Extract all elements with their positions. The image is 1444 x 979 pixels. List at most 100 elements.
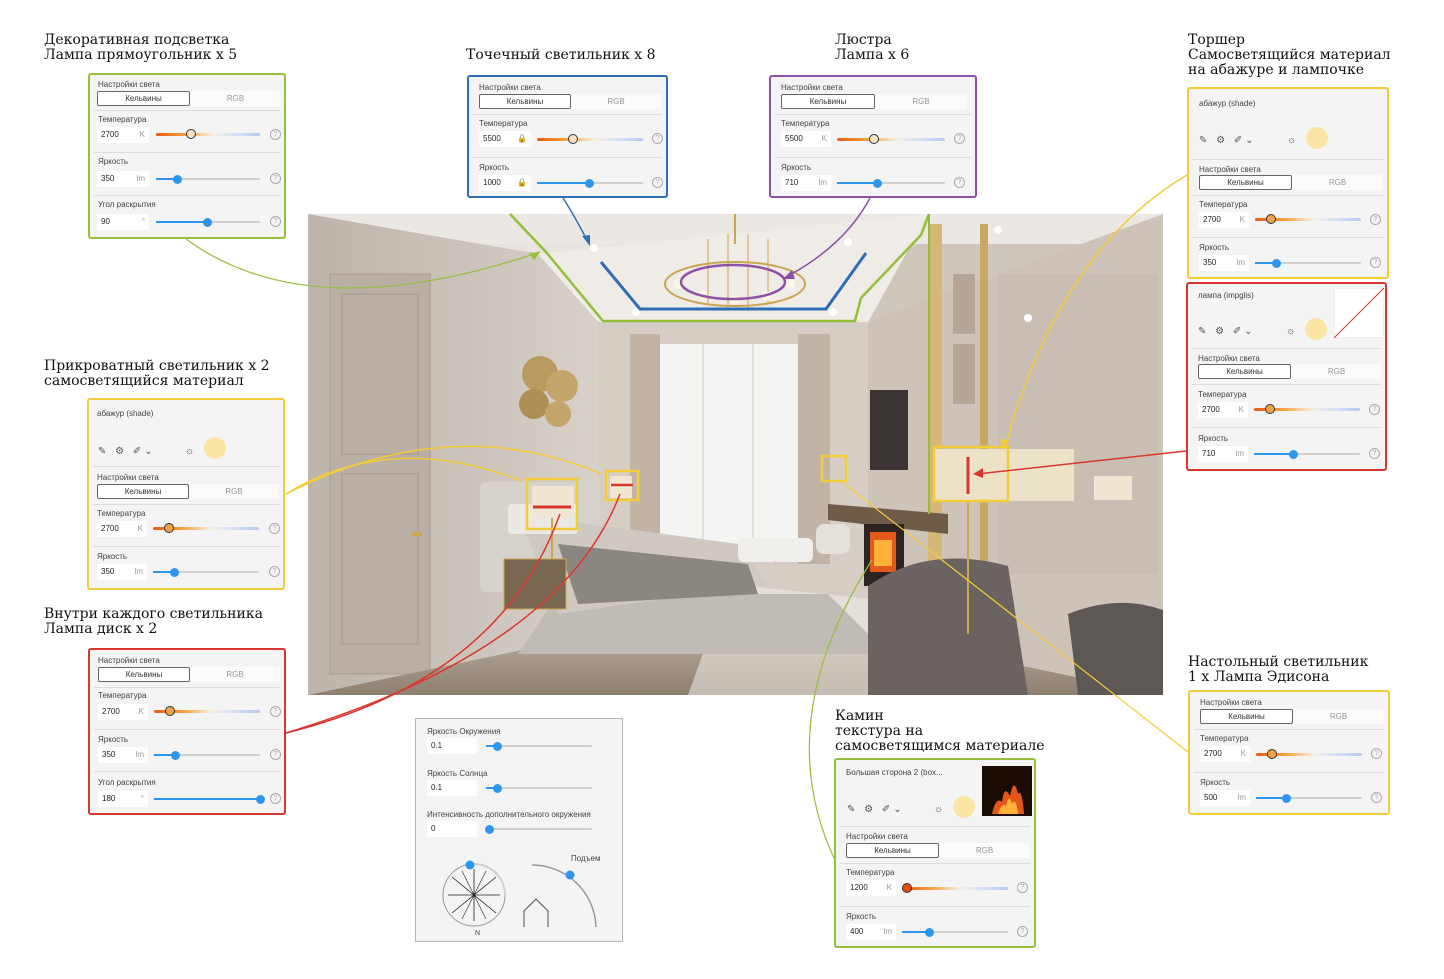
brightness-slider[interactable] bbox=[537, 179, 643, 188]
color-mode-toggle[interactable]: Кельвины RGB bbox=[98, 667, 280, 682]
extra-ambient-input[interactable]: 0 bbox=[427, 821, 477, 837]
emission-color-swatch[interactable] bbox=[953, 796, 975, 818]
help-icon[interactable]: ? bbox=[1371, 792, 1382, 803]
rgb-option[interactable]: RGB bbox=[190, 667, 280, 682]
ambient-brightness-slider[interactable] bbox=[486, 742, 592, 751]
help-icon[interactable]: ? bbox=[270, 129, 281, 140]
rgb-option[interactable]: RGB bbox=[190, 91, 281, 106]
kelvin-option[interactable]: Кельвины bbox=[98, 667, 190, 682]
material-tools-icon[interactable]: ✎ ⚙ ✐⌄ bbox=[1198, 326, 1256, 337]
kelvin-option[interactable]: Кельвины bbox=[1199, 175, 1292, 190]
sun-direction-compass[interactable] bbox=[436, 857, 512, 939]
rgb-option[interactable]: RGB bbox=[875, 94, 967, 109]
kelvin-option[interactable]: Кельвины bbox=[846, 843, 939, 858]
temperature-input[interactable]: 5500🔒 bbox=[479, 131, 531, 147]
temperature-slider[interactable] bbox=[1254, 404, 1360, 414]
brightness-slider[interactable] bbox=[156, 175, 260, 184]
help-icon[interactable]: ? bbox=[270, 706, 281, 717]
temperature-handle[interactable] bbox=[163, 523, 174, 533]
rgb-option[interactable]: RGB bbox=[189, 484, 279, 499]
rgb-option[interactable]: RGB bbox=[571, 94, 661, 109]
material-tools-icon[interactable]: ✎ ⚙ ✐⌄ bbox=[847, 804, 905, 815]
help-icon[interactable]: ? bbox=[652, 133, 663, 144]
temperature-slider[interactable] bbox=[1256, 749, 1362, 759]
brightness-slider[interactable] bbox=[154, 751, 260, 760]
help-icon[interactable]: ? bbox=[954, 133, 965, 144]
help-icon[interactable]: ? bbox=[1371, 748, 1382, 759]
help-icon[interactable]: ? bbox=[270, 216, 281, 227]
angle-handle[interactable] bbox=[256, 795, 265, 804]
angle-handle[interactable] bbox=[202, 218, 212, 227]
temperature-handle[interactable] bbox=[902, 883, 913, 893]
brightness-input[interactable]: 1000🔒 bbox=[479, 175, 531, 191]
color-mode-toggle[interactable]: Кельвины RGB bbox=[1199, 175, 1383, 190]
material-tools-icon[interactable]: ✎ ⚙ ✐⌄ bbox=[98, 446, 156, 457]
angle-slider[interactable] bbox=[156, 218, 260, 227]
ambient-brightness-handle[interactable] bbox=[492, 742, 502, 751]
help-icon[interactable]: ? bbox=[270, 793, 281, 804]
brightness-handle[interactable] bbox=[924, 928, 934, 937]
brightness-handle[interactable] bbox=[1272, 259, 1282, 268]
help-icon[interactable]: ? bbox=[1017, 882, 1028, 893]
brightness-slider[interactable] bbox=[1255, 259, 1361, 268]
color-mode-toggle[interactable]: Кельвины RGB bbox=[479, 94, 661, 109]
help-icon[interactable]: ? bbox=[270, 173, 281, 184]
texture-preview[interactable] bbox=[1334, 288, 1384, 338]
rgb-option[interactable]: RGB bbox=[1293, 709, 1384, 724]
brightness-slider[interactable] bbox=[1254, 450, 1360, 459]
temperature-handle[interactable] bbox=[568, 134, 579, 144]
brightness-slider[interactable] bbox=[902, 928, 1008, 937]
kelvin-option[interactable]: Кельвины bbox=[479, 94, 571, 109]
help-icon[interactable]: ? bbox=[1369, 404, 1380, 415]
angle-slider[interactable] bbox=[154, 795, 265, 804]
brightness-handle[interactable] bbox=[1289, 450, 1299, 459]
extra-ambient-slider[interactable] bbox=[485, 825, 592, 834]
brightness-handle[interactable] bbox=[872, 179, 882, 188]
help-icon[interactable]: ? bbox=[270, 749, 281, 760]
color-mode-toggle[interactable]: Кельвины RGB bbox=[1198, 364, 1382, 379]
temperature-slider[interactable] bbox=[537, 134, 643, 144]
temperature-slider[interactable] bbox=[837, 134, 945, 144]
extra-ambient-handle[interactable] bbox=[485, 825, 495, 834]
brightness-handle[interactable] bbox=[170, 568, 180, 577]
rgb-option[interactable]: RGB bbox=[939, 843, 1030, 858]
kelvin-option[interactable]: Кельвины bbox=[1198, 364, 1291, 379]
color-mode-toggle[interactable]: Кельвины RGB bbox=[1200, 709, 1384, 724]
sun-brightness-input[interactable]: 0.1 bbox=[427, 780, 477, 796]
rgb-option[interactable]: RGB bbox=[1291, 364, 1382, 379]
fire-texture-preview[interactable] bbox=[982, 766, 1032, 816]
help-icon[interactable]: ? bbox=[269, 566, 280, 577]
sun-brightness-handle[interactable] bbox=[492, 784, 502, 793]
color-mode-toggle[interactable]: Кельвины RGB bbox=[97, 91, 281, 106]
kelvin-option[interactable]: Кельвины bbox=[97, 484, 189, 499]
help-icon[interactable]: ? bbox=[269, 523, 280, 534]
help-icon[interactable]: ? bbox=[954, 177, 965, 188]
emission-color-swatch[interactable] bbox=[204, 437, 226, 459]
kelvin-option[interactable]: Кельвины bbox=[781, 94, 875, 109]
angle-input[interactable]: 90° bbox=[97, 214, 149, 230]
emission-color-swatch[interactable] bbox=[1306, 127, 1328, 149]
color-mode-toggle[interactable]: Кельвины RGB bbox=[846, 843, 1030, 858]
color-mode-toggle[interactable]: Кельвины RGB bbox=[97, 484, 279, 499]
brightness-handle[interactable] bbox=[172, 175, 182, 184]
brightness-handle[interactable] bbox=[1281, 794, 1291, 803]
rgb-option[interactable]: RGB bbox=[1292, 175, 1383, 190]
temperature-handle[interactable] bbox=[1264, 404, 1275, 414]
temperature-handle[interactable] bbox=[164, 706, 175, 716]
kelvin-option[interactable]: Кельвины bbox=[97, 91, 190, 106]
brightness-slider[interactable] bbox=[153, 568, 259, 577]
temperature-slider[interactable] bbox=[154, 706, 260, 716]
